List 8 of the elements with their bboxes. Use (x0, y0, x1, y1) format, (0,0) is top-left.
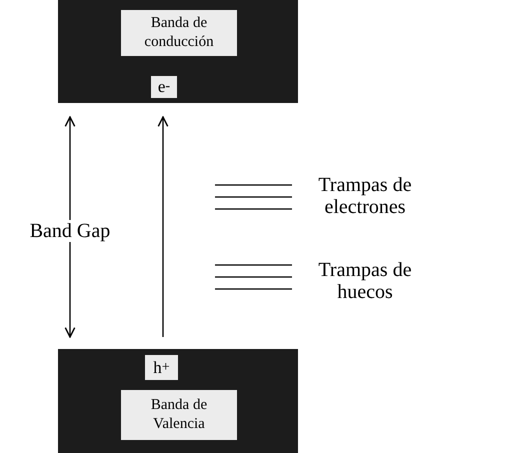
arrow (158, 116, 168, 337)
band-label-box: Banda de Valencia (121, 390, 237, 440)
trap-label: Trampas de electrones (317, 174, 413, 218)
band-label-box: Banda de conducción (121, 10, 237, 56)
energy-band (58, 349, 298, 453)
energy-band (58, 0, 298, 103)
trap-label: Trampas de huecos (317, 259, 413, 303)
arrow (64, 116, 76, 338)
